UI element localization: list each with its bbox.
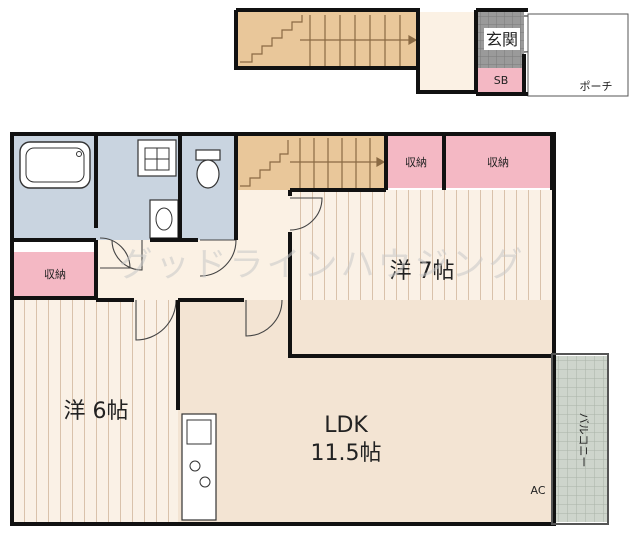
ac-label-2: AC	[530, 484, 545, 497]
stove-burner-1	[189, 460, 201, 472]
watermark: グッドラインハウジング	[119, 245, 526, 285]
bathtub-inner	[25, 147, 85, 183]
western-7-label: 洋 7帖	[390, 259, 455, 284]
storage-2-label: 収納	[487, 156, 509, 169]
upper-hall	[418, 12, 476, 92]
upper-stair-steps	[240, 15, 418, 66]
sb-label: SB	[494, 74, 509, 87]
toilet-bowl	[196, 159, 220, 189]
walls	[10, 132, 556, 526]
storage-left	[14, 252, 96, 298]
door-swings	[99, 197, 323, 341]
porch	[527, 13, 629, 97]
ldk-upper-fill	[178, 300, 290, 356]
washbasin-bowl	[155, 207, 173, 231]
bath-drain	[76, 151, 82, 157]
toilet-tank	[195, 149, 221, 161]
storage-2	[444, 136, 552, 188]
bathtub	[19, 141, 91, 189]
main-floor: 収納 収納 洋 7帖 AC 収納 洋 6帖 LDK 11.5帖 AC バルコニー	[10, 132, 609, 526]
washbasin	[149, 199, 179, 239]
ldk-label: LDK	[324, 413, 368, 438]
shoe-box	[478, 68, 524, 92]
washing-machine-mark	[144, 147, 170, 171]
storage-1	[388, 136, 444, 188]
main-stair	[236, 136, 386, 190]
porch-label: ポーチ	[580, 80, 613, 93]
ldk-size-label: 11.5帖	[311, 441, 382, 466]
kitchen-sink	[186, 419, 212, 445]
corridor-lower	[96, 240, 290, 300]
main-stair-steps	[240, 138, 386, 188]
balcony	[552, 356, 608, 522]
storage-1-label: 収納	[405, 156, 427, 169]
genkan-label: 玄関	[486, 30, 518, 49]
entrance-block: 玄関 SB ポーチ	[234, 8, 629, 97]
balcony-rail	[551, 353, 609, 525]
stove-burner-2	[199, 476, 211, 488]
storage-left-label: 収納	[44, 268, 66, 281]
genkan-label-box	[484, 28, 520, 50]
entrance-walls	[234, 8, 528, 96]
balcony-label: バルコニー	[577, 413, 590, 468]
western-6-label: 洋 6帖	[64, 399, 129, 424]
